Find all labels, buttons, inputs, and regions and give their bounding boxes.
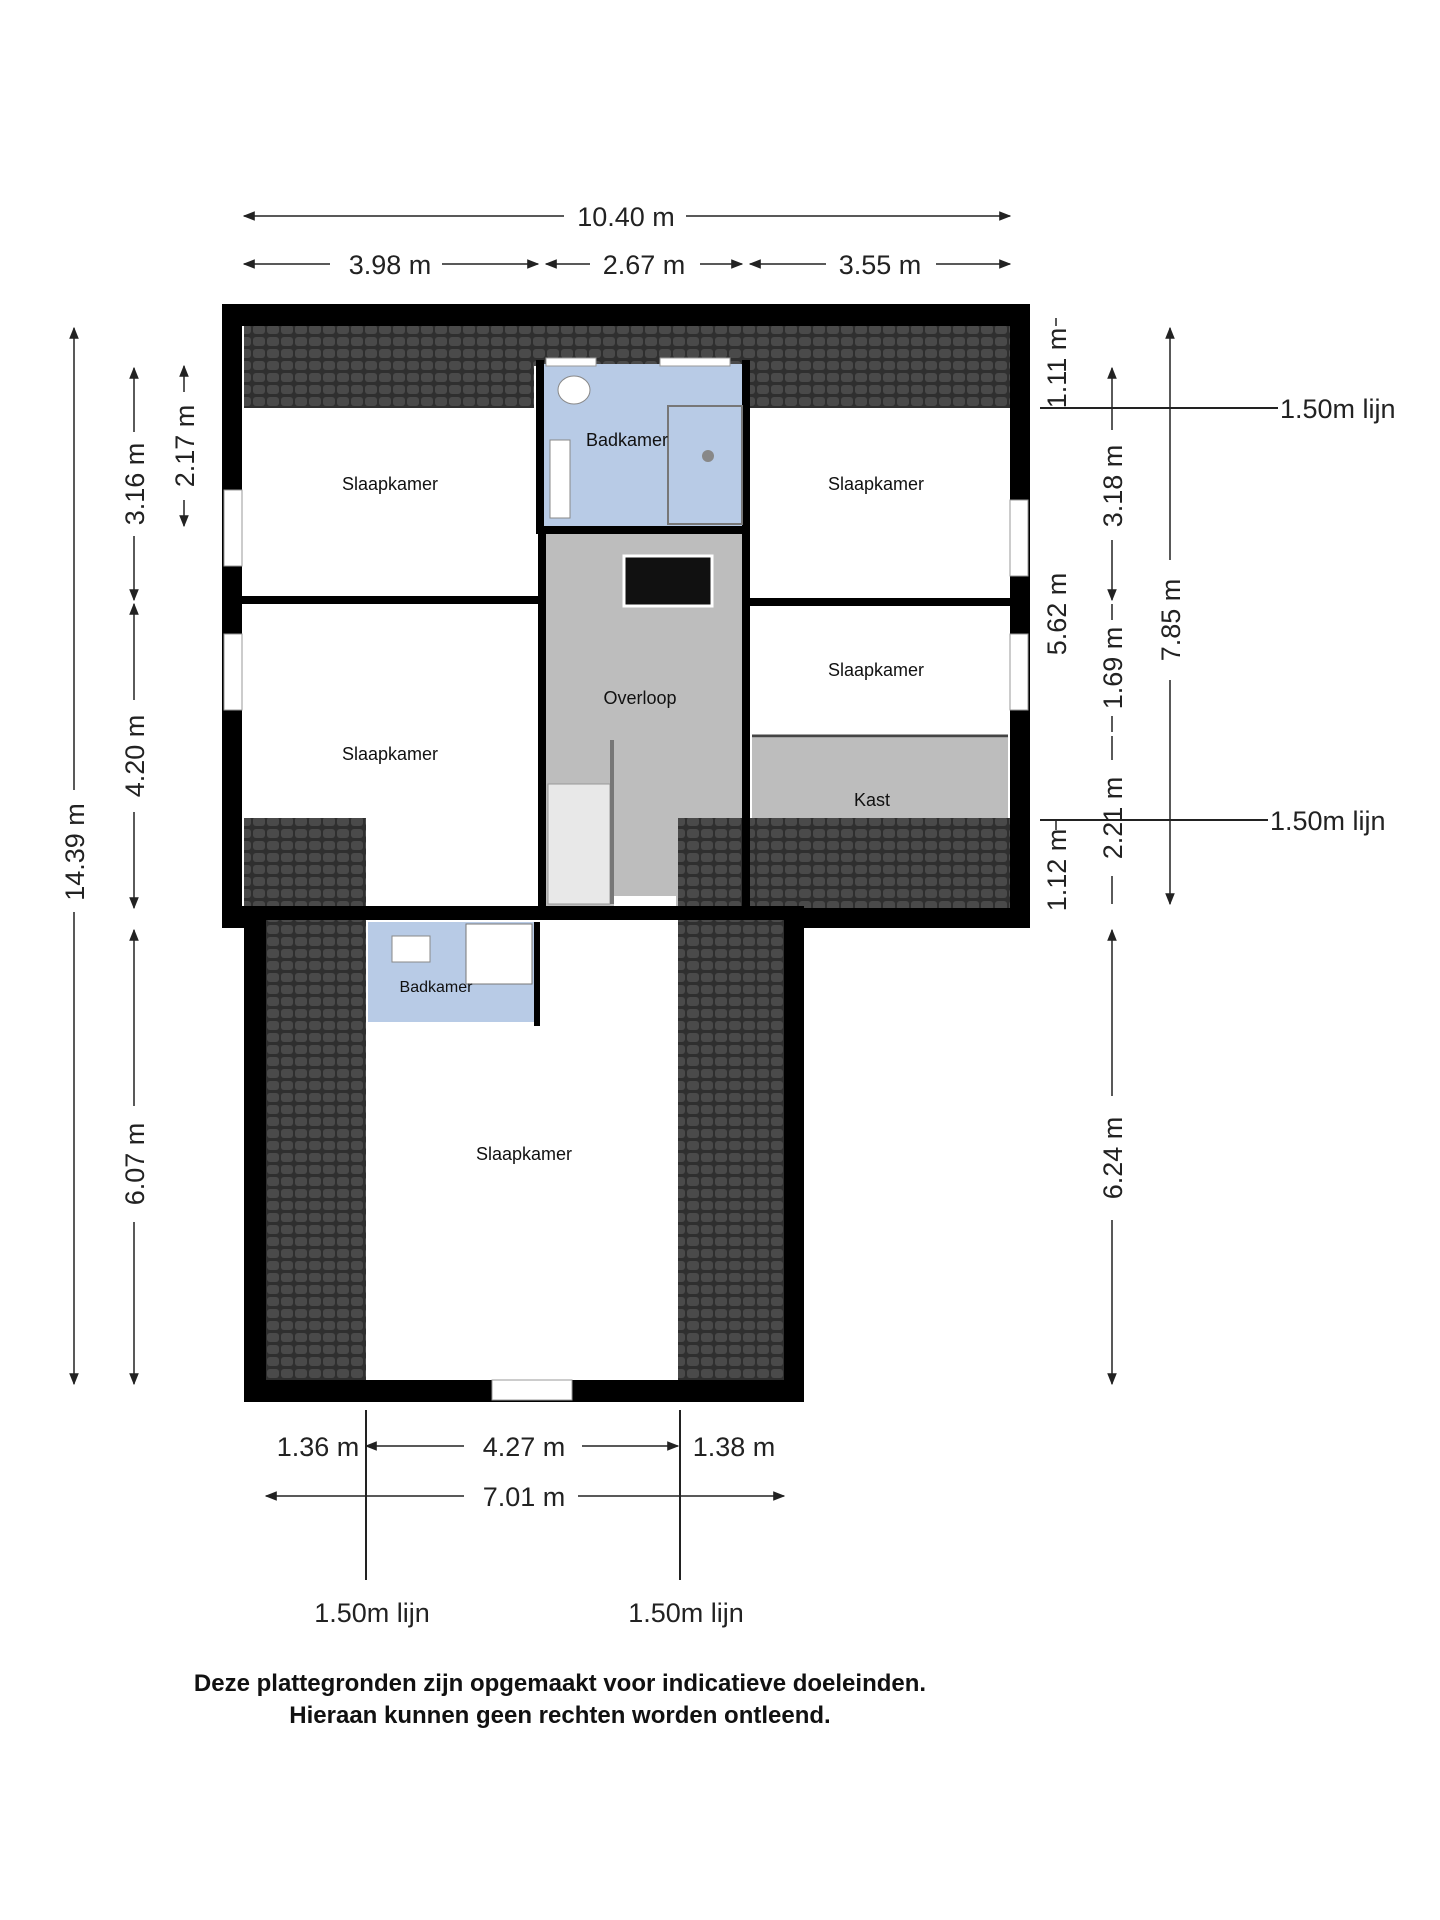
svg-text:1.50m lijn: 1.50m lijn bbox=[314, 1598, 430, 1628]
line-150-right-mid: 1.50m lijn bbox=[1040, 806, 1386, 836]
dimension-right-c: 5.62 m bbox=[1042, 573, 1072, 656]
room-label-badkamer-top: Badkamer bbox=[586, 430, 668, 450]
overloop-wall-right bbox=[742, 534, 750, 906]
dimension-left-total: 14.39 m bbox=[60, 326, 90, 1386]
badkamer-top-wall-right bbox=[742, 360, 750, 528]
room-label-kast: Kast bbox=[854, 790, 890, 810]
sink-bottom-icon bbox=[391, 935, 431, 963]
svg-text:1.50m lijn: 1.50m lijn bbox=[628, 1598, 744, 1628]
stair-hatch bbox=[622, 554, 714, 608]
toilet-icon bbox=[557, 375, 591, 405]
disclaimer-line-2: Hieraan kunnen geen rechten worden ontle… bbox=[289, 1702, 831, 1729]
svg-text:1.38 m: 1.38 m bbox=[693, 1432, 776, 1462]
dimension-right-e: 1.12 m bbox=[1042, 820, 1072, 911]
window-left-1 bbox=[223, 489, 243, 567]
svg-text:3.16 m: 3.16 m bbox=[120, 443, 150, 526]
roof-top-strip bbox=[244, 326, 1010, 366]
room-label-slaapkamer-top-left: Slaapkamer bbox=[342, 474, 438, 494]
kast-area bbox=[752, 738, 1008, 818]
dimension-left-b: 4.20 m bbox=[120, 602, 150, 910]
dimension-right-b: 3.18 m bbox=[1098, 366, 1128, 602]
badkamer-top-wall-left bbox=[536, 360, 544, 528]
roof-mid-center bbox=[678, 818, 742, 908]
svg-text:7.85 m: 7.85 m bbox=[1156, 579, 1186, 662]
roof-top-right bbox=[740, 366, 1010, 408]
window-right-2 bbox=[1009, 633, 1029, 711]
roof-lower-left bbox=[266, 920, 366, 1380]
dimension-top-left: 3.98 m bbox=[242, 250, 540, 280]
line-150-right-top: 1.50m lijn bbox=[1040, 394, 1396, 424]
overloop-wall-left bbox=[538, 534, 546, 906]
dimension-top-right: 3.55 m bbox=[748, 250, 1012, 280]
dimension-right-f: 2.21 m bbox=[1098, 736, 1128, 904]
dimension-top-mid: 2.67 m bbox=[544, 250, 744, 280]
shower-enclosure bbox=[667, 405, 743, 525]
svg-text:10.40 m: 10.40 m bbox=[577, 202, 675, 232]
roof-mid-right bbox=[750, 818, 1010, 908]
dimension-left-inner: 2.17 m bbox=[170, 364, 200, 528]
sink-icon bbox=[549, 439, 571, 519]
svg-text:1.50m lijn: 1.50m lijn bbox=[1270, 806, 1386, 836]
room-label-slaapkamer-top-right: Slaapkamer bbox=[828, 474, 924, 494]
room-label-slaapkamer-mid-right: Slaapkamer bbox=[828, 660, 924, 680]
svg-text:6.07 m: 6.07 m bbox=[120, 1123, 150, 1206]
svg-text:1.69 m: 1.69 m bbox=[1098, 627, 1128, 710]
svg-text:3.55 m: 3.55 m bbox=[839, 250, 922, 280]
line-150-bottom-left: 1.50m lijn bbox=[314, 1410, 430, 1628]
line-150-bottom-right: 1.50m lijn bbox=[628, 1410, 744, 1628]
dimension-right-a: 1.11 m bbox=[1042, 318, 1072, 408]
dimension-top-total: 10.40 m bbox=[242, 202, 1012, 232]
svg-text:1.50m lijn: 1.50m lijn bbox=[1280, 394, 1396, 424]
dimension-bottom-a: 1.36 m bbox=[277, 1432, 360, 1462]
dimension-left-c: 6.07 m bbox=[120, 928, 150, 1386]
room-label-badkamer-bottom: Badkamer bbox=[400, 979, 474, 996]
room-label-slaapkamer-bottom: Slaapkamer bbox=[476, 1144, 572, 1164]
window-top-2 bbox=[659, 357, 731, 367]
roof-lower-right bbox=[678, 920, 784, 1380]
dimension-left-a: 3.16 m bbox=[120, 366, 150, 602]
svg-text:3.18 m: 3.18 m bbox=[1098, 445, 1128, 528]
window-top-1 bbox=[545, 357, 597, 367]
roof-mid-left bbox=[244, 818, 366, 908]
svg-text:2.67 m: 2.67 m bbox=[603, 250, 686, 280]
dimension-right-g: 6.24 m bbox=[1098, 928, 1128, 1386]
dimension-bottom-total: 7.01 m bbox=[264, 1482, 786, 1512]
shower-drain-icon bbox=[702, 450, 714, 462]
svg-text:14.39 m: 14.39 m bbox=[60, 803, 90, 901]
svg-text:7.01 m: 7.01 m bbox=[483, 1482, 566, 1512]
dimension-right-total: 7.85 m bbox=[1156, 326, 1186, 906]
window-bottom bbox=[491, 1379, 573, 1401]
dimension-bottom-c: 1.38 m bbox=[693, 1432, 776, 1462]
roof-top-left bbox=[244, 366, 534, 408]
svg-text:2.21 m: 2.21 m bbox=[1098, 777, 1128, 860]
wall-left-divider bbox=[242, 596, 538, 604]
dimension-right-d: 1.69 m bbox=[1098, 604, 1128, 732]
svg-text:1.11 m: 1.11 m bbox=[1042, 328, 1072, 409]
disclaimer-line-1: Deze plattegronden zijn opgemaakt voor i… bbox=[193, 1670, 927, 1697]
svg-text:1.12 m: 1.12 m bbox=[1042, 829, 1072, 912]
window-left-2 bbox=[223, 633, 243, 711]
svg-text:4.27 m: 4.27 m bbox=[483, 1432, 566, 1462]
badkamer-top-wall-bottom bbox=[536, 526, 750, 534]
room-label-overloop: Overloop bbox=[603, 688, 676, 708]
svg-text:1.36 m: 1.36 m bbox=[277, 1432, 360, 1462]
svg-text:2.17 m: 2.17 m bbox=[170, 405, 200, 488]
wall-right-divider bbox=[750, 598, 1010, 606]
badkamer-bottom-wall bbox=[534, 922, 540, 1026]
svg-text:4.20 m: 4.20 m bbox=[120, 715, 150, 798]
disclaimer: Deze plattegronden zijn opgemaakt voor i… bbox=[0, 1668, 1120, 1732]
shower-bottom bbox=[465, 923, 533, 985]
staircase bbox=[547, 783, 611, 905]
dimension-bottom-b: 4.27 m bbox=[364, 1432, 680, 1462]
room-label-slaapkamer-mid-left: Slaapkamer bbox=[342, 744, 438, 764]
svg-text:3.98 m: 3.98 m bbox=[349, 250, 432, 280]
window-right-1 bbox=[1009, 499, 1029, 577]
svg-text:6.24 m: 6.24 m bbox=[1098, 1117, 1128, 1200]
svg-text:5.62 m: 5.62 m bbox=[1042, 573, 1072, 656]
